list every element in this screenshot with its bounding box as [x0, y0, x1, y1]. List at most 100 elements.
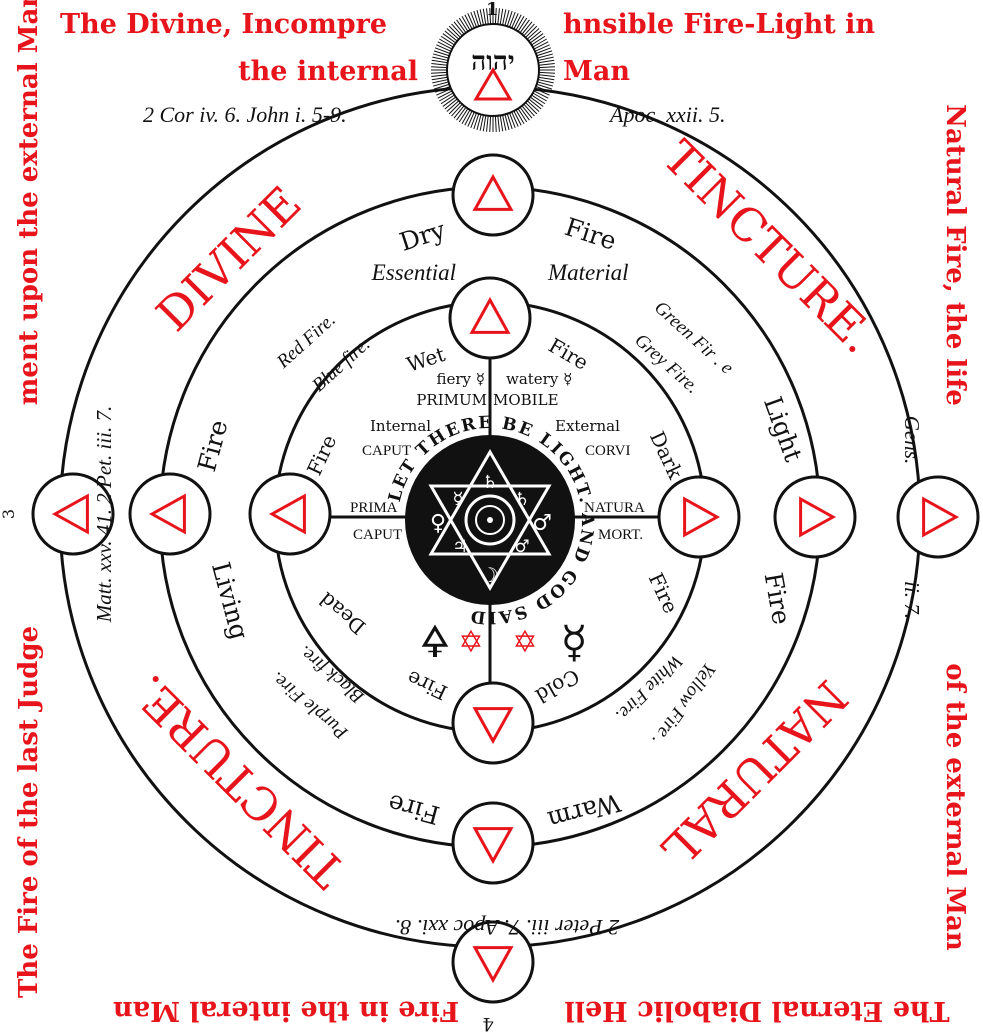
node-circle [450, 278, 530, 358]
side-left-lower: The Fire of the last Judge [14, 626, 44, 998]
halo-ray [431, 64, 447, 66]
label-primum: PRIMUM [416, 391, 487, 409]
node-top-outer [453, 155, 533, 235]
node-circle [898, 477, 978, 557]
ref-left: Matt. xxv. 41. 2 Pet. iii. 7. [92, 406, 116, 624]
label-watery-mercury: watery ☿ [506, 370, 572, 388]
label-mort: MORT. [598, 527, 643, 543]
halo-ray [500, 115, 503, 131]
star-right-icon: ✡ [512, 625, 537, 660]
side-left-upper: ment upon the external Man [14, 0, 44, 405]
label-internal: Internal [370, 417, 431, 435]
label-external: External [555, 417, 620, 435]
halo-ray [468, 112, 475, 127]
ref-right-upper: Gens. [900, 416, 924, 464]
node-bottom-inner [453, 683, 533, 763]
halo-ray [538, 77, 554, 80]
halo-ray [539, 72, 555, 73]
planet-mercury-upper-left: ☿ [452, 489, 463, 510]
sun-dot [487, 517, 493, 523]
halo-ray [436, 45, 451, 52]
side-right-upper: Natural Fire, the life [940, 104, 970, 406]
word-fire-se: Fire [644, 569, 683, 617]
label-natura: NATURA [584, 500, 645, 516]
node-circle [250, 474, 330, 554]
halo-ray [539, 75, 555, 77]
number-left: 3 [0, 509, 18, 519]
node-circle [130, 474, 210, 554]
planet-mars-right: ♂ [532, 511, 552, 536]
halo-ray [431, 75, 447, 77]
halo-ray [512, 112, 519, 127]
node-circle [453, 683, 533, 763]
label-mobile: MOBILE [493, 391, 559, 409]
word-material: Material [547, 260, 629, 285]
word-fire-left: Fire [192, 417, 233, 475]
node-circle [453, 803, 533, 883]
halo-ray [471, 12, 477, 27]
halo-ray [538, 60, 554, 63]
halo-ray [431, 67, 447, 68]
node-bottom-middle [453, 803, 533, 883]
halo-ray [432, 77, 448, 80]
halo-ray [500, 9, 503, 25]
heading-bottom-left: Fire in the interal Man [113, 995, 459, 1026]
ref-right-lower: ii. 7. [900, 581, 924, 619]
alchemy-sulphur-icon: 🜍 [420, 617, 451, 668]
halo-ray [498, 116, 500, 132]
number-top: 1 [486, 0, 499, 20]
word-fire-nw: Fire [302, 431, 341, 479]
word-fire-sw: Fire [403, 666, 451, 705]
word-cold: Cold [531, 664, 583, 708]
heading-bottom-right: The Eternal Diabolic Hell [564, 995, 949, 1026]
planet-moon-bottom: ☽ [481, 563, 499, 587]
halo-ray [471, 113, 477, 128]
word-fire-ne: Fire [544, 333, 592, 375]
heading-top-left-1: The Divine, Incompre [60, 9, 387, 40]
label-caput-bottom: CAPUT [353, 527, 402, 543]
node-left-inner [250, 474, 330, 554]
halo-ray [509, 12, 515, 27]
label-prima: PRIMA [350, 500, 398, 516]
halo-ray [536, 48, 551, 54]
planet-saturn-upper-right: ♄ [514, 489, 530, 510]
heading-top-right-1: hnsible Fire-Light in [563, 9, 875, 40]
halo-ray [539, 64, 555, 66]
halo-ray [432, 60, 448, 63]
word-fire-bottom: Fire [385, 788, 443, 829]
ref-top-right: Apoc. xxii. 5. [608, 102, 725, 127]
halo-ray [487, 116, 489, 132]
heading-top-right-2: Man [563, 56, 630, 87]
label-fiery-mercury: fiery ☿ [436, 370, 485, 388]
node-top-inner [450, 278, 530, 358]
node-circle [453, 155, 533, 235]
halo-ray [483, 115, 486, 131]
word-fire-top: Fire [561, 212, 620, 256]
halo-ray [468, 13, 475, 28]
ref-top-left: 2 Cor iv. 6. John i. 5-9. [143, 102, 347, 127]
node-left-middle [130, 474, 210, 554]
ref-bottom: 2 Peter iii. 7. Apoc xxi. 8. [395, 915, 619, 940]
heading-top-left-2: the internal [238, 56, 418, 87]
halo-ray [495, 116, 496, 132]
node-right-inner [659, 477, 739, 557]
label-caput-top: CAPUT [362, 443, 411, 459]
node-right-middle [775, 477, 855, 557]
word-warm: Warm [544, 788, 623, 835]
title-tincture-bottom: TINCTURE. [122, 664, 356, 898]
word-dry: Dry [396, 215, 450, 257]
halo-ray [512, 13, 519, 28]
alchemy-mercury-icon: ☿ [560, 617, 587, 668]
word-essential: Essential [371, 260, 456, 285]
planet-saturn-top: ♄ [482, 472, 498, 493]
planet-mars-lower-right: ♂ [514, 537, 529, 557]
word-dead: Dead [314, 587, 370, 639]
halo-ray [431, 72, 447, 73]
number-bottom: 4 [482, 1013, 493, 1032]
halo-ray [435, 48, 450, 54]
planet-jupiter-lower-left: ♃ [452, 537, 467, 557]
word-dark: Dark [645, 427, 688, 483]
word-living: Living [206, 559, 254, 643]
node-circle [659, 477, 739, 557]
